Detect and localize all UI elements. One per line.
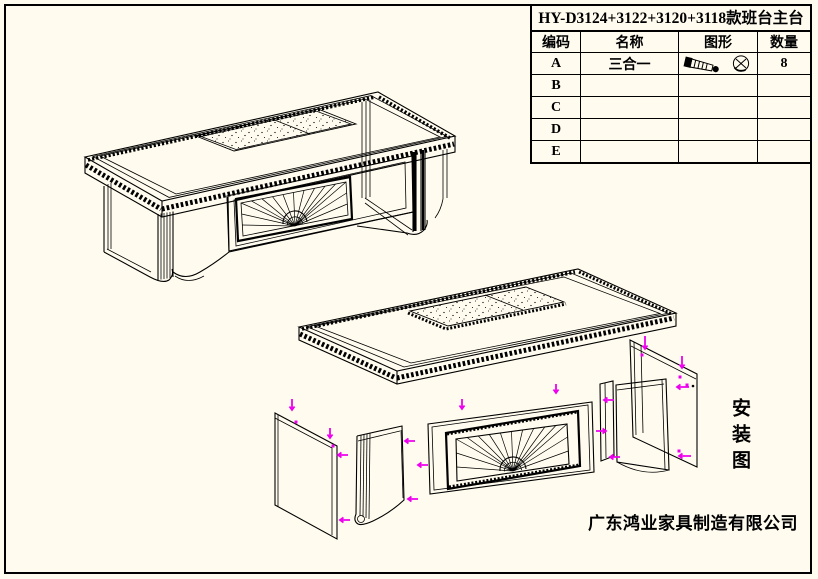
header-graphic: 图形 (679, 32, 758, 53)
code-cell: E (532, 141, 581, 163)
divider-panel (599, 380, 615, 462)
exploded-desktop-pad (407, 286, 567, 331)
drawing-title: HY-D3124+3122+3120+3118款班台主台 (532, 6, 810, 32)
graphic-cell (679, 97, 758, 119)
assembly-markers (288, 336, 695, 524)
name-cell (581, 75, 679, 97)
bolt-icon (683, 56, 719, 72)
left-pedestal (103, 183, 230, 283)
parts-table: HY-D3124+3122+3120+3118款班台主台 编码 名称 图形 数量… (530, 4, 812, 164)
exploded-desktop (297, 268, 678, 385)
bolt-and-cam-lock-icon (683, 54, 750, 72)
parts-table-grid: 编码 名称 图形 数量 A 三合一 (532, 32, 810, 163)
rear-right-panel (629, 339, 698, 468)
company-name: 广东鸿业家具制造有限公司 (588, 514, 798, 533)
qty-cell (758, 119, 810, 141)
code-cell: C (532, 97, 581, 119)
modesty-panel-exploded (427, 401, 595, 495)
code-cell: D (532, 119, 581, 141)
graphic-cell (679, 53, 758, 75)
desk-top-pad (194, 108, 358, 152)
side-panel-left (274, 412, 338, 540)
header-name: 名称 (581, 32, 679, 53)
cam-lock-icon (732, 54, 750, 72)
header-qty: 数量 (758, 32, 810, 53)
qty-cell (758, 141, 810, 163)
graphic-cell (679, 75, 758, 97)
code-cell: A (532, 53, 581, 75)
qty-cell (758, 97, 810, 119)
name-cell (581, 119, 679, 141)
desk-top (83, 91, 457, 218)
modesty-panel (226, 155, 414, 253)
install-diagram-label: 安装图 (729, 398, 750, 476)
sunburst-arc (282, 210, 308, 225)
front-right-panel (615, 378, 670, 473)
name-cell (581, 141, 679, 163)
exploded-desk-view (274, 268, 698, 540)
qty-cell (758, 75, 810, 97)
graphic-cell (679, 141, 758, 163)
name-cell (581, 97, 679, 119)
qty-cell: 8 (758, 53, 810, 75)
code-cell: B (532, 75, 581, 97)
name-cell: 三合一 (581, 53, 679, 75)
sunburst-arc (499, 456, 527, 472)
pedestal-side-panel (354, 425, 405, 526)
header-code: 编码 (532, 32, 581, 53)
graphic-cell (679, 119, 758, 141)
assembled-desk-view (83, 91, 457, 283)
